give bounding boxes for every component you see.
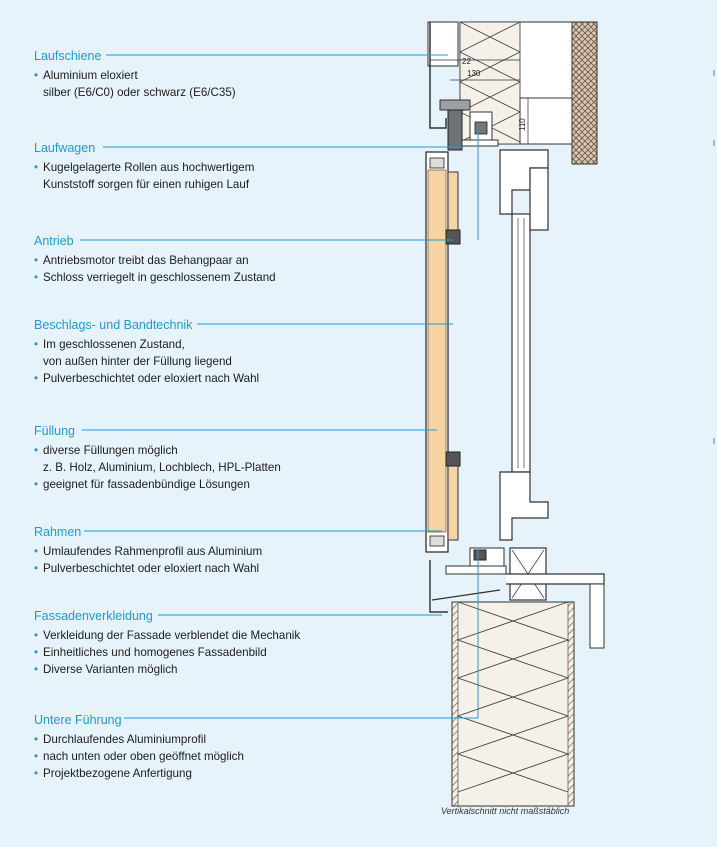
annotation-text: Pulverbeschichtet oder eloxiert nach Wah… — [43, 372, 260, 385]
annotation-text: diverse Füllungen möglich — [43, 444, 178, 457]
annotation-bullets: • Verkleidung der Fassade verblendet die … — [34, 627, 300, 678]
annotation-text: z. B. Holz, Aluminium, Lochblech, HPL-Pl… — [43, 461, 281, 474]
annotation-line: von außen hinter der Füllung liegend — [34, 353, 259, 370]
carriage — [447, 109, 499, 151]
lower-insulation — [451, 601, 575, 807]
annotation-line: • Diverse Varianten möglich — [34, 661, 300, 678]
bullet-icon: • — [34, 338, 39, 351]
window-profile — [499, 149, 549, 541]
annotation-text: Kugelgelagerte Rollen aus hochwertigem — [43, 161, 255, 174]
dimension-22: 22 — [462, 57, 471, 66]
annotation-line: silber (E6/C0) oder schwarz (E6/C35) — [34, 84, 236, 101]
annotation-line: • Im geschlossenen Zustand, — [34, 336, 259, 353]
annotation-line: • Pulverbeschichtet oder eloxiert nach Wa… — [34, 560, 262, 577]
annotation-laufschiene: Laufschiene • Aluminium eloxiert silber (E6… — [34, 48, 236, 101]
annotation-bullets: • Durchlaufendes Aluminiumprofil • nach unt… — [34, 731, 244, 782]
bullet-icon: • — [34, 69, 39, 82]
annotation-line: Kunststoff sorgen für einen ruhigen Lauf — [34, 176, 254, 193]
dimension-130: 130 — [467, 69, 481, 78]
annotation-line: • diverse Füllungen möglich — [34, 442, 281, 459]
dimension-lines — [430, 59, 529, 144]
bullet-icon: • — [34, 562, 39, 575]
annotation-bullets: • Im geschlossenen Zustand, von außen hint… — [34, 336, 259, 387]
annotation-heading: Füllung — [34, 424, 75, 438]
annotation-text: silber (E6/C0) oder schwarz (E6/C35) — [43, 86, 236, 99]
annotation-line: • Durchlaufendes Aluminiumprofil — [34, 731, 244, 748]
annotation-text: Einheitliches und homogenes Fassadenbild — [43, 646, 267, 659]
leader-lines — [80, 54, 479, 719]
bullet-icon: • — [34, 271, 39, 284]
annotation-text: Kunststoff sorgen für einen ruhigen Lauf — [43, 178, 250, 191]
facade-cladding — [429, 560, 501, 613]
bullet-icon: • — [34, 767, 39, 780]
annotation-heading: Beschlags- und Bandtechnik — [34, 318, 193, 332]
annotation-line: • Antriebsmotor treibt das Behangpaar an — [34, 252, 276, 269]
annotation-line: • Umlaufendes Rahmenprofil aus Aluminium — [34, 543, 262, 560]
bullet-icon: • — [34, 663, 39, 676]
annotation-fuellung: Füllung • diverse Füllungen möglich z. B. H… — [34, 423, 281, 493]
bullet-icon: • — [34, 733, 39, 746]
annotation-untere-fuehrung: Untere Führung • Durchlaufendes Aluminiump… — [34, 712, 244, 782]
annotation-bullets: •Umlaufendes Rahmenprofil aus Aluminium•… — [34, 543, 262, 577]
annotation-text: Antriebsmotor treibt das Behangpaar an — [43, 254, 249, 267]
footnote: Vertikalschnitt nicht maßstäblich — [441, 806, 570, 816]
annotation-fassadenverkleidung: Fassadenverkleidung • Verkleidung der Fass… — [34, 608, 300, 678]
annotation-line: • Verkleidung der Fassade verblendet die … — [34, 627, 300, 644]
bullet-icon: • — [34, 372, 39, 385]
bullet-icon: • — [34, 161, 39, 174]
dimension-110: 110 — [518, 118, 527, 131]
annotation-text: Verkleidung der Fassade verblendet die M… — [43, 629, 301, 642]
annotation-heading: Laufwagen — [34, 141, 96, 155]
hinge-hardware — [445, 171, 461, 541]
bullet-icon: • — [34, 629, 39, 642]
annotation-heading: Laufschiene — [34, 49, 102, 63]
annotation-heading: Antrieb — [34, 234, 74, 248]
annotation-antrieb: Antrieb • Antriebsmotor treibt das Behangp… — [34, 233, 276, 286]
annotation-text: Schloss verriegelt in geschlossenem Zust… — [43, 271, 276, 284]
annotation-line: • nach unten oder oben geöffnet möglich — [34, 748, 244, 765]
annotation-line: • Schloss verriegelt in geschlossenem Zus… — [34, 269, 276, 286]
panel-infill — [427, 169, 447, 533]
annotation-text: geeignet für fassadenbündige Lösungen — [43, 478, 250, 491]
annotation-heading: Untere Führung — [34, 713, 122, 727]
annotation-beschlags-und-bandtechnik: Beschlags- und Bandtechnik • Im geschlosse… — [34, 317, 259, 387]
annotation-line: • Projektbezogene Anfertigung — [34, 765, 244, 782]
annotation-text: Durchlaufendes Aluminiumprofil — [43, 733, 207, 746]
annotation-text: Aluminium eloxiert — [43, 69, 138, 82]
annotation-text: nach unten oder oben geöffnet möglich — [43, 750, 244, 763]
bullet-icon: • — [34, 646, 39, 659]
annotation-laufwagen: Laufwagen • Kugelgelagerte Rollen aus hoch… — [34, 140, 254, 193]
bullet-icon: • — [34, 750, 39, 763]
annotation-heading: Fassadenverkleidung — [34, 609, 153, 623]
annotation-line: • Kugelgelagerte Rollen aus hochwertigem — [34, 159, 254, 176]
annotation-line: z. B. Holz, Aluminium, Lochblech, HPL-Pl… — [34, 459, 281, 476]
annotation-line: • Pulverbeschichtet oder eloxiert nach Wa… — [34, 370, 259, 387]
bullet-icon: • — [34, 478, 39, 491]
annotation-bullets: •Antriebsmotor treibt das Behangpaar an•… — [34, 252, 276, 286]
annotation-line: • Aluminium eloxiert — [34, 67, 236, 84]
annotation-line: • geeignet für fassadenbündige Lösungen — [34, 476, 281, 493]
annotation-line: • Einheitliches und homogenes Fassadenbil… — [34, 644, 300, 661]
sill-block — [506, 547, 605, 649]
annotation-text: von außen hinter der Füllung liegend — [43, 355, 232, 368]
annotation-bullets: • Aluminium eloxiert silber (E6/C0) oder s… — [34, 67, 236, 101]
annotation-text: Umlaufendes Rahmenprofil aus Aluminium — [43, 545, 263, 558]
annotation-text: Im geschlossenen Zustand, — [43, 338, 185, 351]
bullet-icon: • — [34, 444, 39, 457]
annotation-text: Diverse Varianten möglich — [43, 663, 178, 676]
annotation-text: Projektbezogene Anfertigung — [43, 767, 192, 780]
bullet-icon: • — [34, 545, 39, 558]
annotation-text: Pulverbeschichtet oder eloxiert nach Wah… — [43, 562, 260, 575]
bottom-guide — [445, 547, 507, 575]
annotation-rahmen: Rahmen • Umlaufendes Rahmenprofil aus Alum… — [34, 524, 262, 577]
annotation-bullets: • diverse Füllungen möglich z. B. Holz, Al… — [34, 442, 281, 493]
bullet-icon: • — [34, 254, 39, 267]
annotation-heading: Rahmen — [34, 525, 82, 539]
